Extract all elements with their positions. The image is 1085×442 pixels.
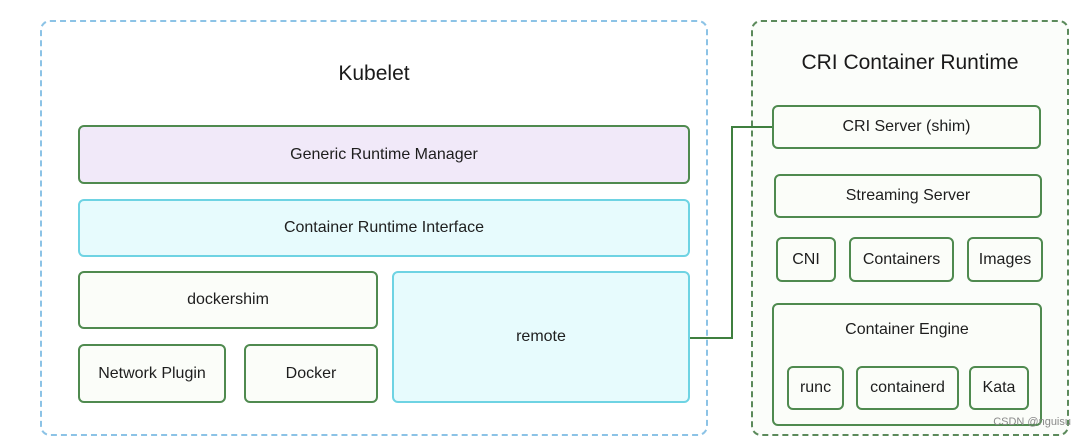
kubelet-group: Kubelet bbox=[40, 20, 708, 436]
docker-box: Docker bbox=[244, 344, 378, 403]
cri-title: CRI Container Runtime bbox=[801, 51, 1019, 74]
containerd-box: containerd bbox=[856, 366, 959, 410]
cri-server-box: CRI Server (shim) bbox=[772, 105, 1041, 149]
generic-runtime-manager-box: Generic Runtime Manager bbox=[78, 125, 690, 184]
kubelet-title: Kubelet bbox=[338, 62, 410, 85]
remote-box: remote bbox=[392, 271, 690, 403]
remote-to-cri-server-connector bbox=[690, 126, 772, 339]
network-plugin-box: Network Plugin bbox=[78, 344, 226, 403]
container-engine-title: Container Engine bbox=[845, 321, 969, 338]
container-runtime-interface-box: Container Runtime Interface bbox=[78, 199, 690, 257]
dockershim-box: dockershim bbox=[78, 271, 378, 329]
containers-box: Containers bbox=[849, 237, 954, 282]
images-box: Images bbox=[967, 237, 1043, 282]
runc-box: runc bbox=[787, 366, 844, 410]
watermark: CSDN @nguisu bbox=[993, 416, 1071, 428]
streaming-server-box: Streaming Server bbox=[774, 174, 1042, 218]
kata-box: Kata bbox=[969, 366, 1029, 410]
cni-box: CNI bbox=[776, 237, 836, 282]
